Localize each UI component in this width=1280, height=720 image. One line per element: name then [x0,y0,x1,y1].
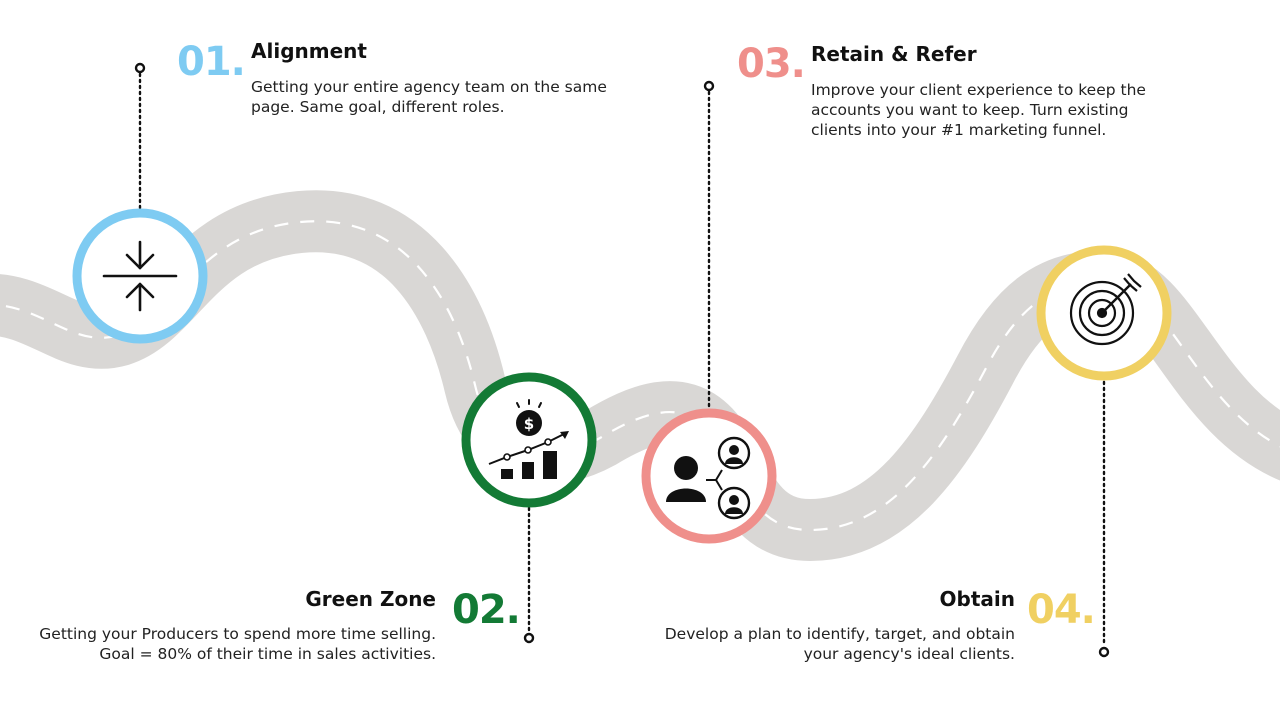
step-4-description-line: Develop a plan to identify, target, and … [664,625,1015,643]
step-3-description-line: Improve your client experience to keep t… [811,81,1146,99]
connector-3 [703,80,715,412]
step-2-description-line: Goal = 80% of their time in sales activi… [99,645,436,663]
step-3-title: Retain & Refer [811,42,977,66]
step-2-description-line: Getting your Producers to spend more tim… [39,625,436,643]
connector-2 [523,506,535,644]
step-3-number: 03. [737,41,806,87]
step-1-marker [72,208,208,344]
step-1-description-line: Getting your entire agency team on the s… [251,78,607,96]
connector-4 [1098,380,1110,658]
step-3-description: Improve your client experience to keep t… [811,80,1146,140]
step-3-description-line: clients into your #1 marketing funnel. [811,121,1107,139]
compress-arrows-icon [102,240,178,312]
step-1-description: Getting your entire agency team on the s… [251,77,607,117]
step-4-title: Obtain [939,587,1015,611]
step-2-description: Getting your Producers to spend more tim… [39,624,436,664]
step-2-marker: $ [461,372,597,508]
step-1-title: Alignment [251,39,367,63]
step-1-number: 01. [177,39,246,85]
step-4-description: Develop a plan to identify, target, and … [665,624,1015,664]
step-3-marker [641,408,777,544]
target-arrow-icon [1069,273,1142,346]
referral-network-icon [666,436,751,520]
step-1-description-line: page. Same goal, different roles. [251,98,505,116]
connector-1 [134,62,146,210]
step-2-number: 02. [452,587,521,633]
step-2-title: Green Zone [305,587,436,611]
sales-growth-chart-icon: $ [488,399,569,479]
svg-text:$: $ [524,415,534,433]
step-4-marker [1036,245,1172,381]
step-4-number: 04. [1027,587,1096,633]
step-4-description-line: your agency's ideal clients. [803,645,1015,663]
step-3-description-line: accounts you want to keep. Turn existing [811,101,1129,119]
